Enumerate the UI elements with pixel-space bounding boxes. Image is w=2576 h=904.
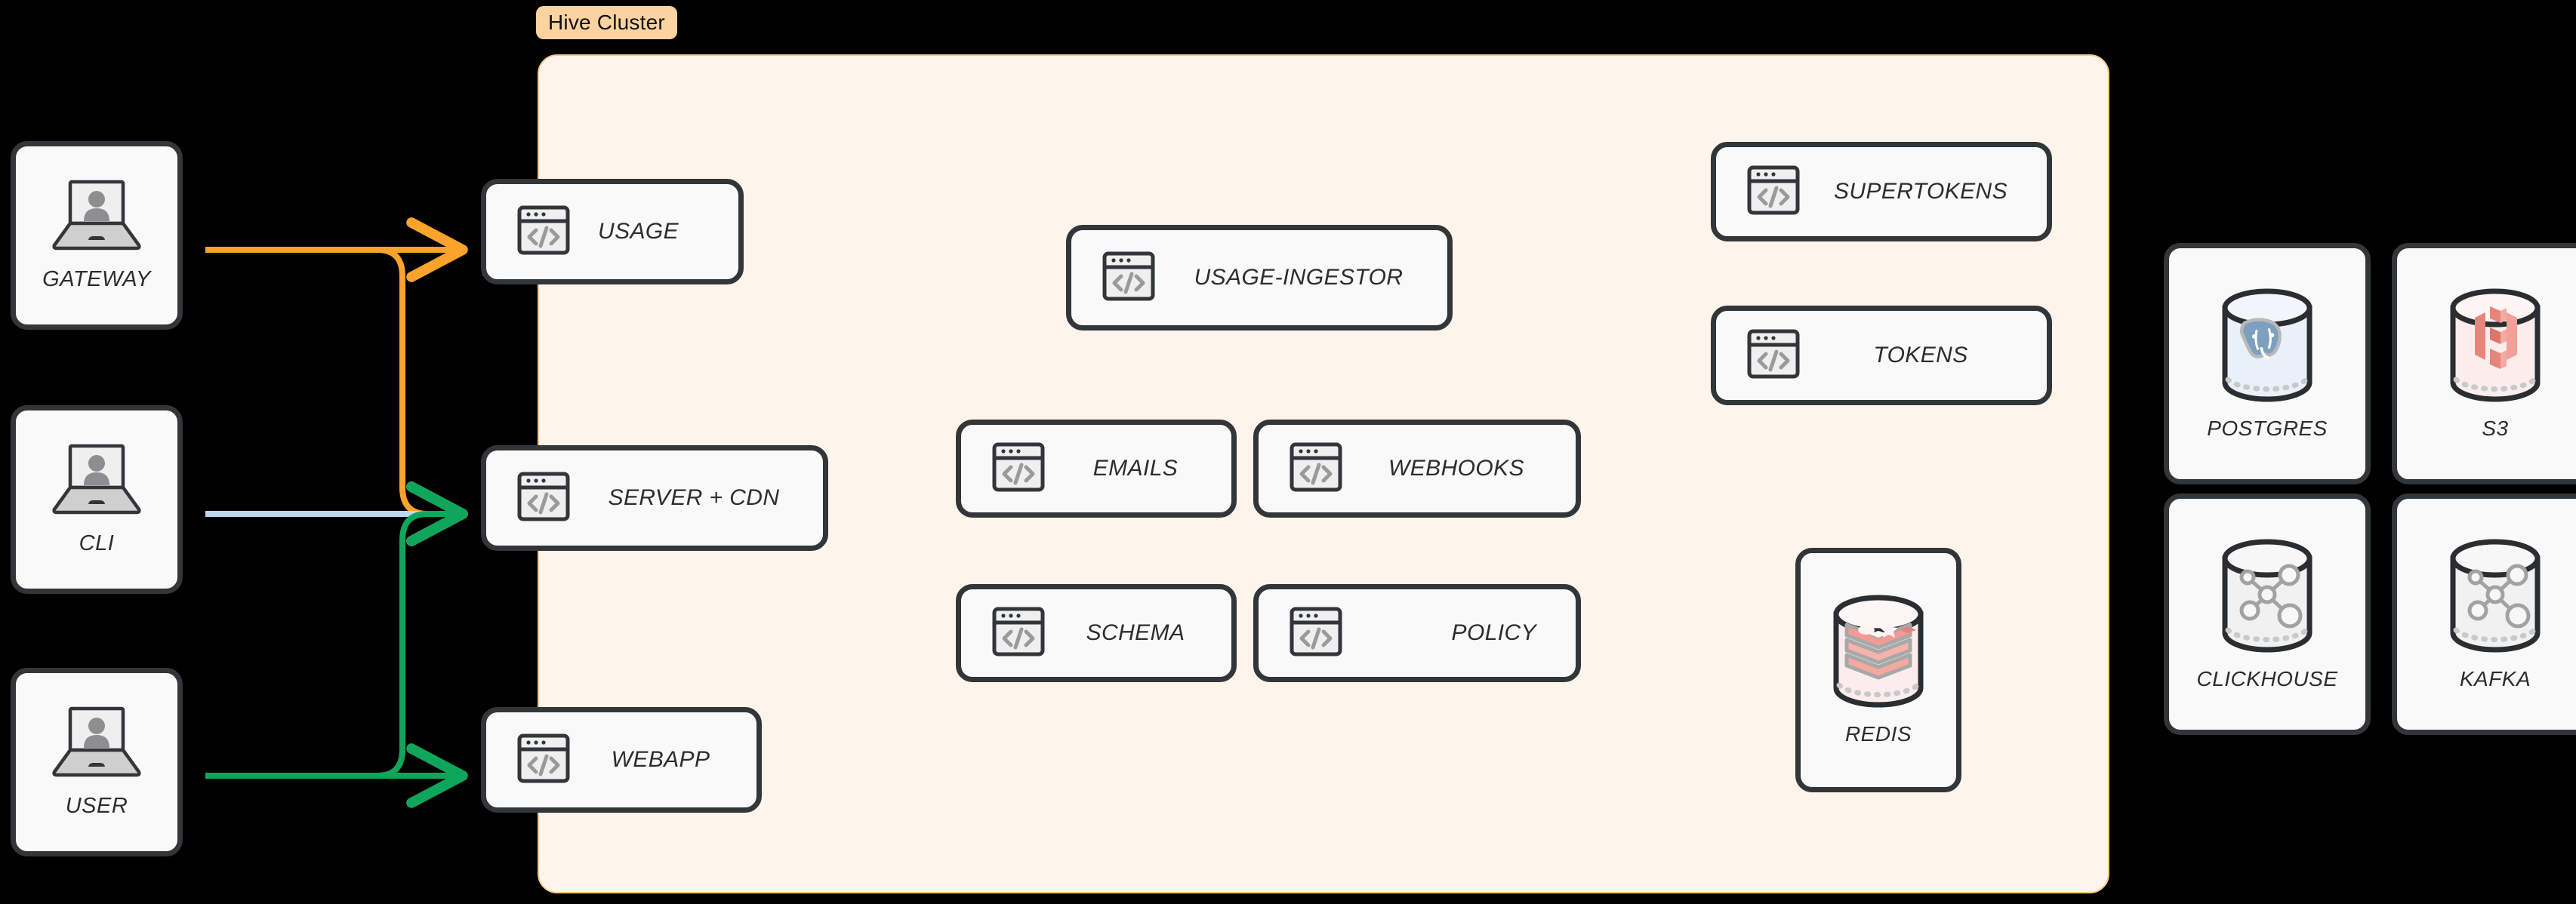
node-webapp[interactable]: WEBAPP: [481, 707, 762, 813]
edge-gateway-to-server-cdn: [205, 247, 468, 546]
node-tokens[interactable]: TOKENS: [1711, 306, 2052, 405]
node-tokens-label: TOKENS: [1873, 343, 1968, 367]
code-window-icon: [1746, 163, 1801, 221]
node-usage-ingestor[interactable]: USAGE-INGESTOR: [1066, 225, 1453, 331]
node-schema-label: SCHEMA: [1086, 620, 1185, 645]
node-emails-label: EMAILS: [1092, 456, 1179, 481]
node-gateway[interactable]: GATEWAY: [11, 141, 183, 330]
node-webhooks-label: WEBHOOKS: [1388, 456, 1524, 481]
postgres-cylinder-icon: [2214, 287, 2321, 406]
hive-cluster-tag: Hive Cluster: [536, 6, 677, 39]
code-window-icon: [516, 731, 571, 789]
node-redis-label: REDIS: [1844, 721, 1912, 746]
node-user[interactable]: USER: [11, 668, 183, 856]
node-postgres[interactable]: POSTGRES: [2164, 243, 2371, 484]
graph-cylinder-icon: [2442, 538, 2549, 656]
node-webapp-label: WEBAPP: [611, 747, 710, 772]
node-emails[interactable]: EMAILS: [956, 420, 1237, 518]
node-cli[interactable]: CLI: [11, 405, 183, 594]
node-policy-label: POLICY: [1451, 620, 1536, 645]
node-clickhouse-label: CLICKHOUSE: [2196, 666, 2338, 690]
node-s3[interactable]: S3: [2392, 243, 2576, 484]
code-window-icon: [516, 469, 571, 527]
code-window-icon: [1289, 440, 1343, 498]
node-supertokens-label: SUPERTOKENS: [1833, 179, 2008, 204]
node-supertokens[interactable]: SUPERTOKENS: [1711, 142, 2052, 241]
node-server-cdn-label: SERVER + CDN: [608, 485, 780, 510]
node-postgres-label: POSTGRES: [2207, 416, 2328, 440]
code-window-icon: [1102, 249, 1156, 307]
code-window-icon: [1746, 327, 1801, 385]
node-policy[interactable]: POLICY: [1253, 584, 1581, 682]
node-usage-ingestor-label: USAGE-INGESTOR: [1194, 265, 1404, 290]
node-clickhouse[interactable]: CLICKHOUSE: [2164, 494, 2371, 735]
node-gateway-label: GATEWAY: [42, 267, 151, 291]
node-cli-label: CLI: [79, 531, 115, 555]
edge-user-to-server-cdn: [205, 481, 468, 779]
code-window-icon: [516, 203, 571, 261]
node-server-cdn[interactable]: SERVER + CDN: [481, 445, 828, 551]
node-usage-label: USAGE: [598, 219, 679, 244]
node-schema[interactable]: SCHEMA: [956, 584, 1237, 682]
node-kafka[interactable]: KAFKA: [2392, 494, 2576, 735]
laptop-user-icon: [51, 443, 143, 519]
s3-cylinder-icon: [2442, 287, 2549, 406]
node-redis[interactable]: REDIS: [1795, 548, 1961, 792]
graph-cylinder-icon: [2214, 538, 2321, 656]
code-window-icon: [1289, 604, 1343, 663]
node-webhooks[interactable]: WEBHOOKS: [1253, 420, 1581, 518]
code-window-icon: [991, 604, 1046, 663]
node-s3-label: S3: [2482, 416, 2509, 440]
node-kafka-label: KAFKA: [2459, 666, 2531, 690]
redis-cylinder-icon: [1826, 595, 1931, 712]
code-window-icon: [991, 440, 1046, 498]
node-usage[interactable]: USAGE: [481, 179, 744, 284]
hive-cluster-tag-label: Hive Cluster: [548, 11, 665, 34]
node-user-label: USER: [65, 794, 128, 818]
laptop-user-icon: [51, 179, 143, 255]
laptop-user-icon: [51, 706, 143, 782]
